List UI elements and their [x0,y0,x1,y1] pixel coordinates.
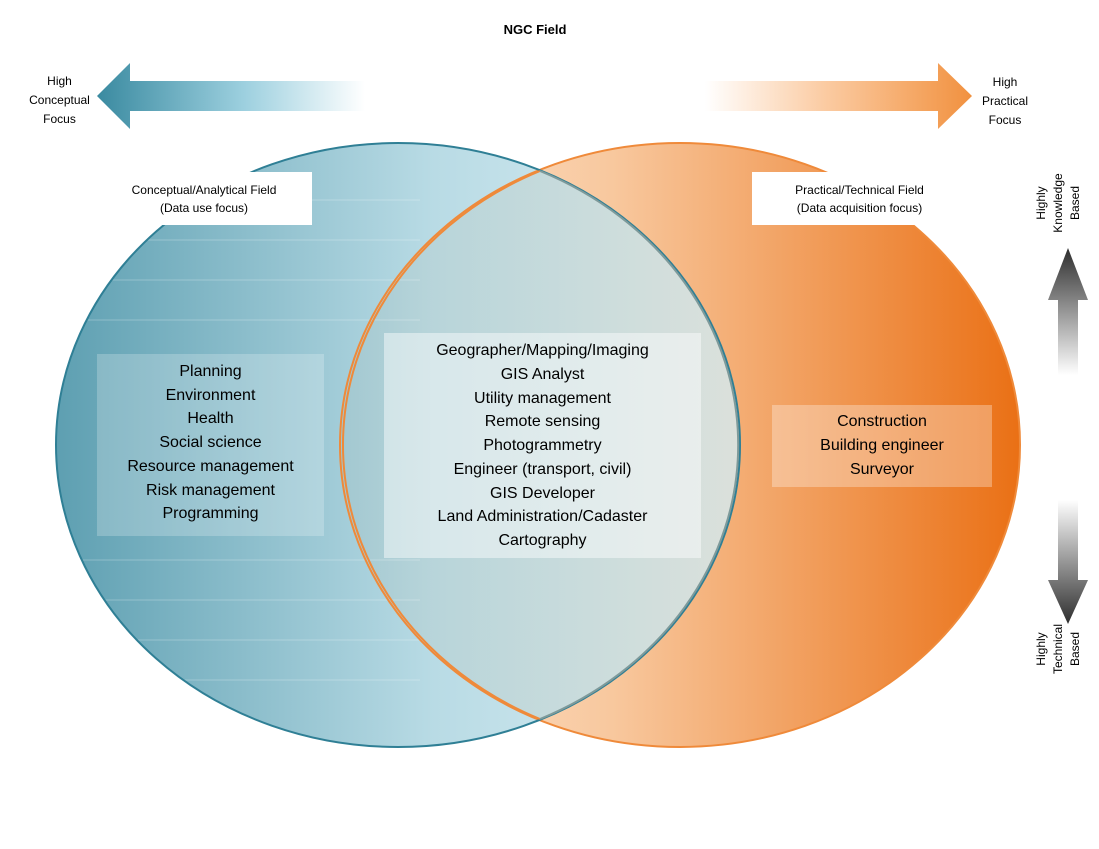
list-item: Cartography [498,532,587,550]
knowledge-based-label: Highly Knowledge Based [1033,153,1097,253]
list-item: Health [187,410,234,428]
list-item: Geographer/Mapping/Imaging [436,341,649,359]
right-field-list: Construction Building engineer Surveyor [772,410,992,482]
left-field-title-box: Conceptual/Analytical Field (Data use fo… [96,172,312,225]
technical-label-line-1: Highly [1034,632,1048,666]
up-arrow [1048,248,1088,375]
right-list-box [772,405,992,487]
list-item: Planning [179,362,242,380]
left-arrow-label: High Conceptual Focus [22,72,97,129]
knowledge-label-line-3: Based [1068,185,1082,221]
right-field-subtitle: (Data acquisition focus) [796,200,923,215]
diagram-title: NGC Field [503,22,567,37]
left-field-subtitle: (Data use focus) [159,200,249,215]
left-circle [56,143,740,747]
right-arrow-label: High Practical Focus [970,73,1040,130]
overlap-list-box [384,333,701,558]
list-item: Social science [159,434,262,452]
left-field-title: Conceptual/Analytical Field [131,182,277,197]
list-item: GIS Analyst [500,365,585,383]
list-item: Programming [162,505,259,523]
intersection-left-arc [342,170,541,720]
knowledge-label-line-1: Highly [1034,186,1048,220]
left-list-box [97,354,324,536]
overlap-list: Geographer/Mapping/Imaging GIS Analyst U… [384,338,701,554]
right-arrow-label-line-3: Focus [988,113,1022,127]
right-arrow [705,63,972,129]
list-item: Resource management [127,457,294,475]
right-field-title: Practical/Technical Field [795,182,924,197]
right-circle-outline [339,142,1021,748]
right-arrow-label-line-1: High [992,75,1018,89]
knowledge-label-line-2: Knowledge [1051,173,1065,233]
left-arrow-label-line-3: Focus [43,112,76,126]
left-arrow-label-line-2: Conceptual [29,93,90,107]
list-item: Surveyor [849,460,915,478]
list-item: Land Administration/Cadaster [437,508,648,526]
down-arrow [1048,500,1088,624]
list-item: Construction [837,413,927,431]
technical-label-line-2: Technical [1051,623,1065,675]
left-circle-outline [55,142,741,748]
technical-label-line-3: Based [1068,631,1082,667]
list-item: Building engineer [820,437,944,455]
list-item: Remote sensing [484,413,601,431]
right-arrow-label-line-2: Practical [981,94,1028,108]
left-arrow [97,63,365,129]
list-item: Photogrammetry [483,437,602,455]
right-field-title-box: Practical/Technical Field (Data acquisit… [752,172,967,225]
list-item: Environment [165,386,256,404]
left-field-list: Planning Environment Health Social scien… [97,358,324,528]
intersection-right-arc [539,170,740,720]
technical-based-label: Highly Technical Based [1033,599,1097,699]
list-item: Engineer (transport, civil) [453,460,632,478]
list-item: GIS Developer [490,484,595,502]
list-item: Utility management [474,389,611,407]
left-arrow-label-line-1: High [47,74,72,88]
list-item: Risk management [146,481,275,499]
